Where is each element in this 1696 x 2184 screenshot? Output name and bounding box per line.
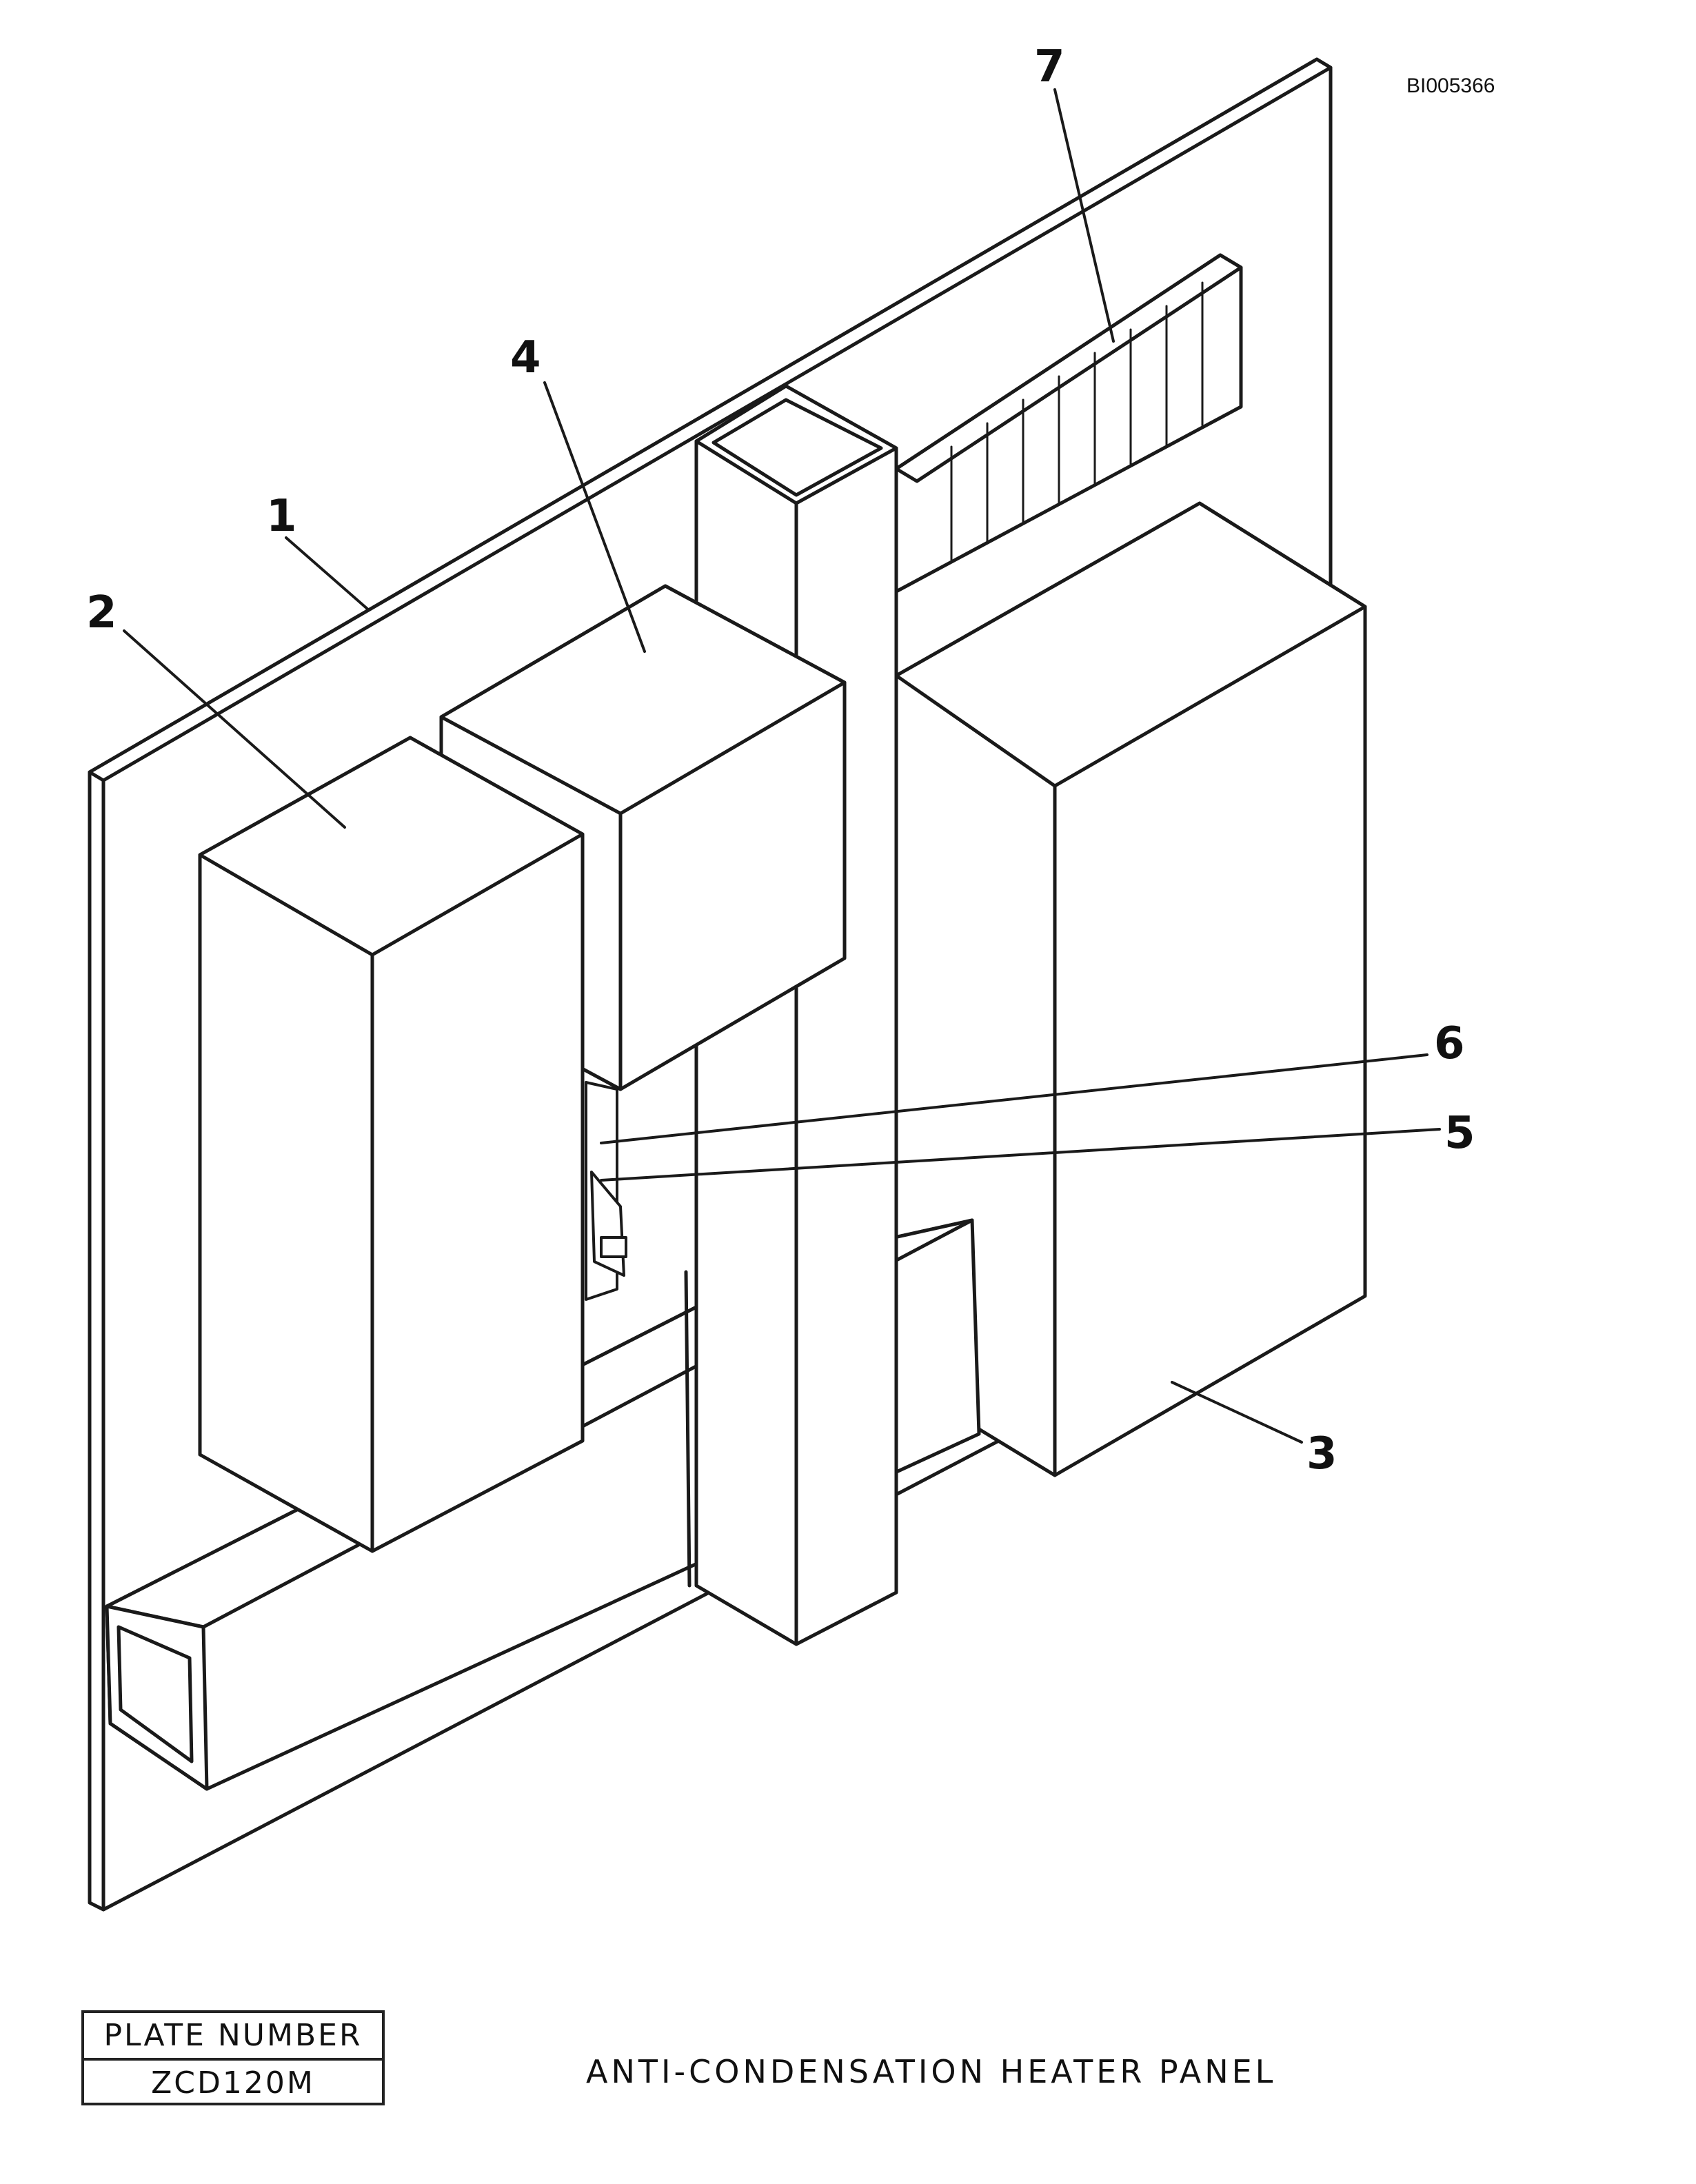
terminal-strip xyxy=(894,253,1243,594)
plate-label: PLATE NUMBER xyxy=(84,2013,382,2061)
thermostat-switch xyxy=(585,1081,627,1301)
callout-2: 2 xyxy=(86,587,117,638)
leader-3 xyxy=(1171,1381,1303,1444)
callout-6: 6 xyxy=(1434,1018,1465,1069)
callout-7: 7 xyxy=(1034,41,1065,92)
callout-3: 3 xyxy=(1306,1428,1337,1479)
leader-6 xyxy=(600,1053,1429,1144)
leader-2 xyxy=(123,629,346,829)
leader-5 xyxy=(600,1128,1441,1182)
plate-number-box: PLATE NUMBER ZCD120M xyxy=(81,2010,385,2105)
callout-4: 4 xyxy=(510,332,541,383)
leader-7 xyxy=(1053,88,1115,343)
leader-1 xyxy=(285,536,370,611)
plate-number: ZCD120M xyxy=(151,2065,315,2101)
drawing-title: ANTI-CONDENSATION HEATER PANEL xyxy=(586,2053,1277,2090)
drawing-ref-id: BI005366 xyxy=(1406,74,1495,97)
callout-5: 5 xyxy=(1444,1108,1475,1159)
enclosure-3 xyxy=(894,501,1367,1477)
leader-4 xyxy=(543,381,646,653)
callout-1: 1 xyxy=(266,491,297,542)
enclosure-2 xyxy=(198,736,585,1553)
